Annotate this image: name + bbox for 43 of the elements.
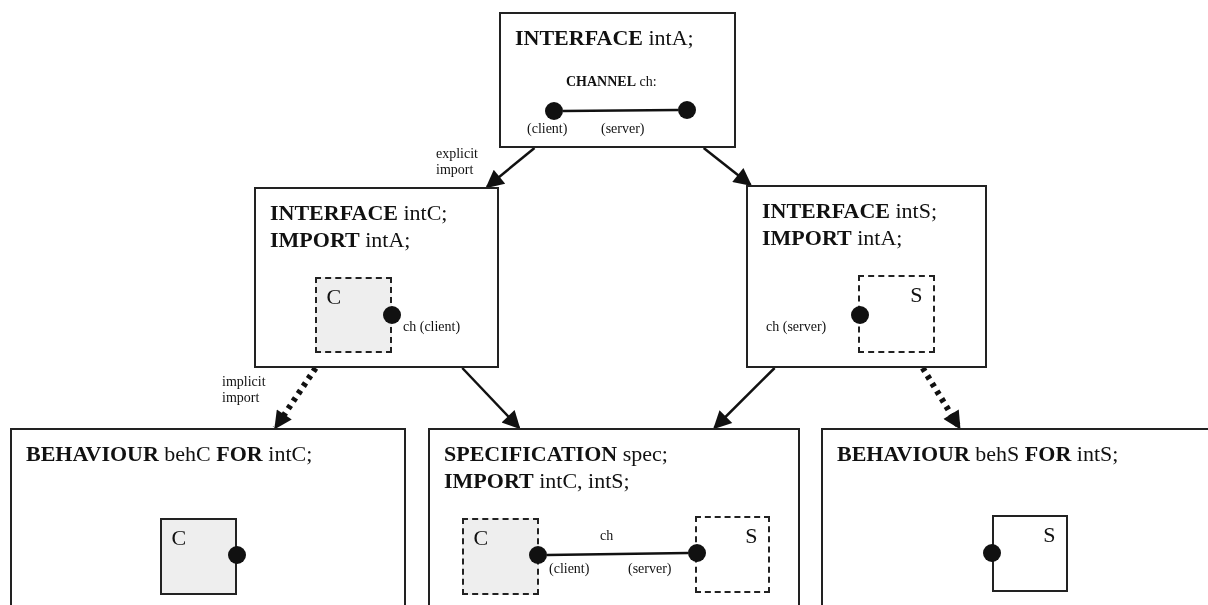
port-label: (client) — [527, 121, 568, 137]
arrow — [702, 147, 752, 187]
port-label: (server) — [628, 561, 672, 577]
arrow — [461, 367, 521, 430]
module-box — [428, 428, 800, 605]
module-box — [746, 185, 987, 368]
port-dot — [677, 100, 696, 119]
declaration-line: BEHAVIOUR behS FOR intS; — [837, 440, 1120, 467]
declaration-line: IMPORT intA; — [762, 224, 904, 251]
port-label: (server) — [601, 121, 645, 137]
arrow — [920, 366, 963, 430]
arrow — [272, 366, 319, 430]
component-box — [159, 517, 237, 595]
component-name: S — [910, 282, 923, 307]
arrow — [485, 147, 536, 189]
port-dot — [687, 543, 706, 562]
component-box — [991, 514, 1068, 592]
module-box — [821, 428, 1208, 605]
channel-line — [563, 108, 678, 113]
component-name: S — [1043, 522, 1056, 547]
declaration-line: SPECIFICATION spec; — [444, 440, 669, 467]
port-dot — [850, 305, 869, 324]
component-box — [314, 276, 392, 353]
declaration-line: INTERFACE intC; — [270, 199, 449, 226]
component-name: S — [745, 523, 758, 548]
declaration-line: BEHAVIOUR behC FOR intC; — [26, 440, 314, 467]
component-name: C — [326, 284, 342, 309]
declaration-line: IMPORT intC, intS; — [444, 467, 631, 494]
arrow — [713, 367, 776, 430]
declaration-line: INTERFACE intS; — [762, 197, 939, 224]
channel-line — [547, 551, 688, 557]
module-box — [10, 428, 406, 605]
port-dot — [544, 101, 563, 120]
port-label: ch (server) — [766, 319, 827, 335]
component-name: C — [171, 525, 187, 550]
declaration-line: INTERFACE intA; — [515, 24, 695, 51]
module-box — [254, 187, 499, 368]
port-label: ch (client) — [403, 319, 461, 335]
port-label: (client) — [549, 561, 590, 577]
declaration-line: IMPORT intA; — [270, 226, 412, 253]
component-name: C — [473, 525, 489, 550]
port-dot — [982, 543, 1001, 562]
component-box — [461, 517, 539, 595]
